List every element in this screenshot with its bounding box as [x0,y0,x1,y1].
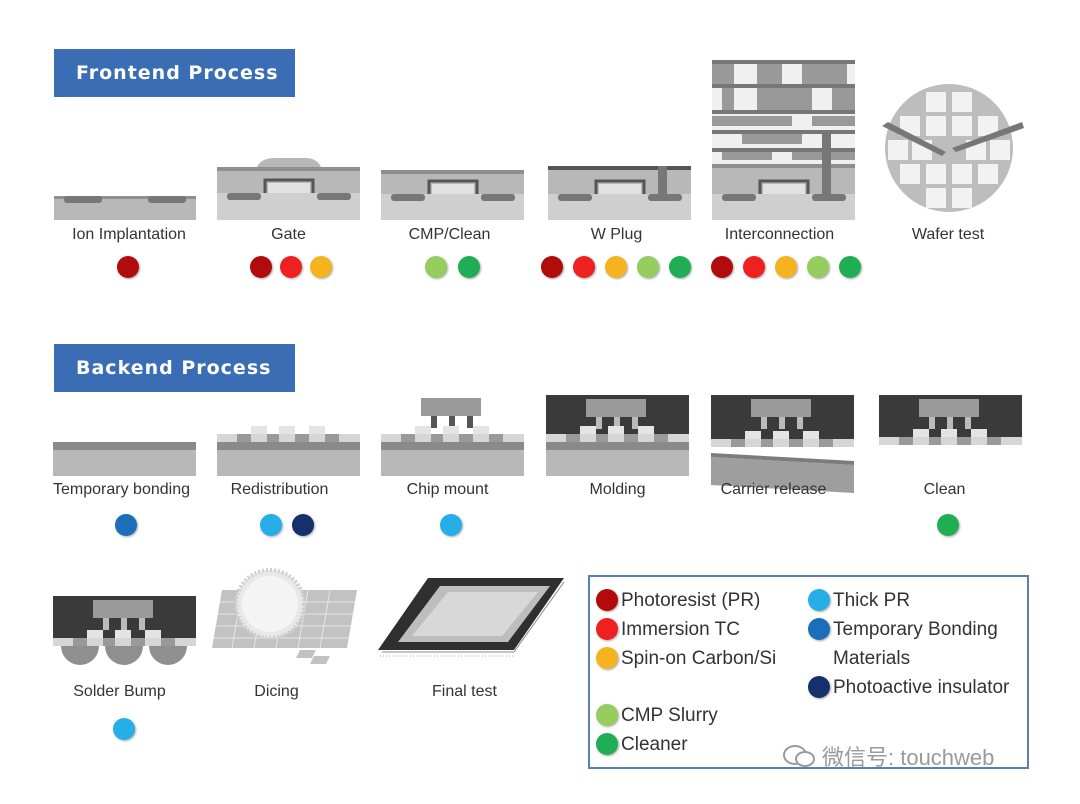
legend-cmp-slurry-label: CMP Slurry [621,705,718,726]
legend-temporary-bonding-label: Temporary Bonding Materials [833,615,998,673]
photoresist-legend-dot [596,589,618,611]
redistribution-label: Redistribution [230,481,329,498]
gate-illustration [217,158,360,220]
immersion-tc-dot [573,256,595,278]
molding-label: Molding [589,481,646,498]
thick-pr-dot [113,718,135,740]
spin-on-carbon-dot [775,256,797,278]
immersion-tc-dot [743,256,765,278]
cleaner-dot [937,514,959,536]
legend-immersion-tc-label: Immersion TC [621,619,740,640]
legend-spin-on-carbon-label: Spin-on Carbon/Si [621,648,777,669]
thick-pr-legend-dot [808,589,830,611]
legend-photoresist-label: Photoresist (PR) [621,590,761,611]
cleaner-dot [458,256,480,278]
solder-bump-illustration [53,596,196,665]
backend-process-title: Backend Process [76,357,272,379]
legend-photoactive-insulator: Photoactive insulator [808,673,1009,702]
temporary-bonding-materials-dot [115,514,137,536]
cmp-slurry-legend-dot [596,704,618,726]
cmp-clean-illustration [381,170,524,220]
cmp-clean-label: CMP/Clean [408,226,491,243]
cleaner-legend-dot [596,733,618,755]
legend-box: Photoresist (PR) Immersion TC Spin-on Ca… [588,575,1029,769]
spin-on-carbon-dot [605,256,627,278]
interconnection-illustration [712,60,855,220]
legend-thick-pr: Thick PR [808,586,910,615]
temporary-bonding-legend-dot [808,618,830,640]
photoactive-insulator-legend-dot [808,676,830,698]
legend-cmp-slurry: CMP Slurry [596,701,718,730]
dicing-illustration [212,568,357,664]
carrier-release-illustration [711,395,854,493]
clean-label: Clean [923,481,966,498]
temporary-bonding-label: Temporary bonding [53,481,190,498]
frontend-process-banner: Frontend Process [54,49,295,97]
chip-mount-illustration [381,398,524,476]
legend-cleaner-label: Cleaner [621,734,688,755]
ion-implantation-label: Ion Implantation [72,226,186,243]
immersion-tc-legend-dot [596,618,618,640]
photoresist-dot [541,256,563,278]
legend-photoresist: Photoresist (PR) [596,586,760,615]
wafer-test-illustration [882,84,1024,212]
legend-photoactive-insulator-label: Photoactive insulator [833,677,1010,698]
carrier-release-label: Carrier release [720,481,827,498]
frontend-process-title: Frontend Process [76,62,279,84]
cmp-slurry-dot [425,256,447,278]
photoactive-insulator-dot [292,514,314,536]
spin-on-carbon-dot [310,256,332,278]
molding-illustration [546,395,689,476]
wechat-watermark: 微信号: touchweb [782,740,994,772]
cleaner-dot [669,256,691,278]
watermark-text: 微信号: touchweb [822,745,995,770]
w-plug-illustration [548,166,691,220]
wafer-test-label: Wafer test [911,226,985,243]
w-plug-label: W Plug [590,226,643,243]
clean-illustration [879,395,1022,445]
cleaner-dot [839,256,861,278]
dicing-label: Dicing [254,683,299,700]
legend-temporary-bonding-line2: Materials [833,648,911,669]
legend-cleaner: Cleaner [596,730,688,759]
photoresist-dot [250,256,272,278]
final-test-label: Final test [432,683,497,700]
photoresist-dot [117,256,139,278]
temporary-bonding-illustration [53,442,196,476]
thick-pr-dot [260,514,282,536]
gate-label: Gate [271,226,306,243]
legend-immersion-tc: Immersion TC [596,615,740,644]
cmp-slurry-dot [807,256,829,278]
interconnection-label: Interconnection [724,226,835,243]
cmp-slurry-dot [637,256,659,278]
redistribution-illustration [217,426,360,476]
legend-spin-on-carbon: Spin-on Carbon/Si [596,644,776,673]
solder-bump-label: Solder Bump [73,683,166,700]
photoresist-dot [711,256,733,278]
immersion-tc-dot [280,256,302,278]
backend-process-banner: Backend Process [54,344,295,392]
wechat-icon [783,745,815,767]
chip-mount-label: Chip mount [406,481,489,498]
legend-thick-pr-label: Thick PR [833,590,911,611]
spin-on-carbon-legend-dot [596,647,618,669]
ion-implantation-illustration [54,196,196,220]
final-test-illustration [378,578,565,657]
legend-temporary-bonding-line1: Temporary Bonding [833,619,998,640]
legend-temporary-bonding: Temporary Bonding Materials [808,615,998,673]
thick-pr-dot [440,514,462,536]
